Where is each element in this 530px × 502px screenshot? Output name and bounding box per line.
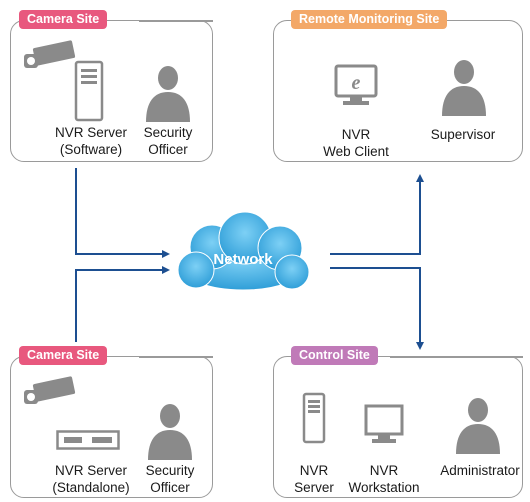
- person-icon: [456, 398, 500, 454]
- control-site-tag: Control Site: [291, 346, 378, 365]
- standalone-nvr-icon: [56, 430, 120, 450]
- camera-icon: [24, 376, 76, 404]
- label-line: Workstation: [348, 480, 420, 495]
- supervisor-label: Supervisor: [430, 127, 496, 142]
- network-cloud-icon: [177, 211, 310, 291]
- tag-underline: [139, 20, 213, 22]
- remote-monitoring-site-tag: Remote Monitoring Site: [291, 10, 448, 29]
- label-line: (Standalone): [52, 480, 130, 495]
- nvr-workstation-label: NVR Workstation: [344, 462, 424, 496]
- camera-site-bottom: [10, 356, 213, 498]
- tag-underline: [139, 356, 213, 358]
- label-line: Officer: [148, 142, 188, 157]
- label-line: Officer: [150, 480, 190, 495]
- web-client-monitor-icon: e: [334, 64, 378, 105]
- tag-underline: [390, 356, 523, 358]
- label-line: NVR Server: [54, 125, 127, 140]
- link-camera-top: [75, 168, 170, 258]
- camera-icon: [24, 40, 76, 68]
- label-line: NVR Server: [54, 463, 127, 478]
- label-line: Web Client: [323, 144, 389, 159]
- remote-monitoring-site: [273, 20, 523, 162]
- label-line: Security: [143, 125, 193, 140]
- label-line: Server: [294, 480, 334, 495]
- link-camera-bottom: [75, 266, 170, 342]
- nvr-server-standalone-label: NVR Server (Standalone): [36, 462, 146, 496]
- network-label: Network: [213, 251, 273, 268]
- nvr-web-client-label: NVR Web Client: [316, 126, 396, 160]
- security-officer-top-label: Security Officer: [136, 124, 200, 158]
- link-control: [330, 267, 424, 350]
- camera-site-top: [10, 20, 213, 162]
- person-icon: [148, 404, 192, 460]
- label-line: NVR: [341, 127, 371, 142]
- svg-text:e: e: [352, 72, 361, 94]
- nvr-server-software-label: NVR Server (Software): [36, 124, 146, 158]
- label-line: (Software): [59, 142, 123, 157]
- server-tower-icon: [302, 392, 326, 444]
- label-line: NVR: [369, 463, 399, 478]
- person-icon: [146, 66, 190, 122]
- workstation-monitor-icon: [364, 404, 404, 443]
- label-line: NVR: [299, 463, 329, 478]
- person-icon: [442, 60, 486, 116]
- administrator-label: Administrator: [440, 463, 520, 478]
- link-remote: [330, 174, 424, 255]
- label-line: Security: [145, 463, 195, 478]
- nvr-server-label: NVR Server: [290, 462, 338, 496]
- camera-site-bottom-tag: Camera Site: [19, 346, 108, 365]
- camera-site-top-tag: Camera Site: [19, 10, 108, 29]
- security-officer-bottom-label: Security Officer: [138, 462, 202, 496]
- server-tower-icon: [74, 60, 104, 122]
